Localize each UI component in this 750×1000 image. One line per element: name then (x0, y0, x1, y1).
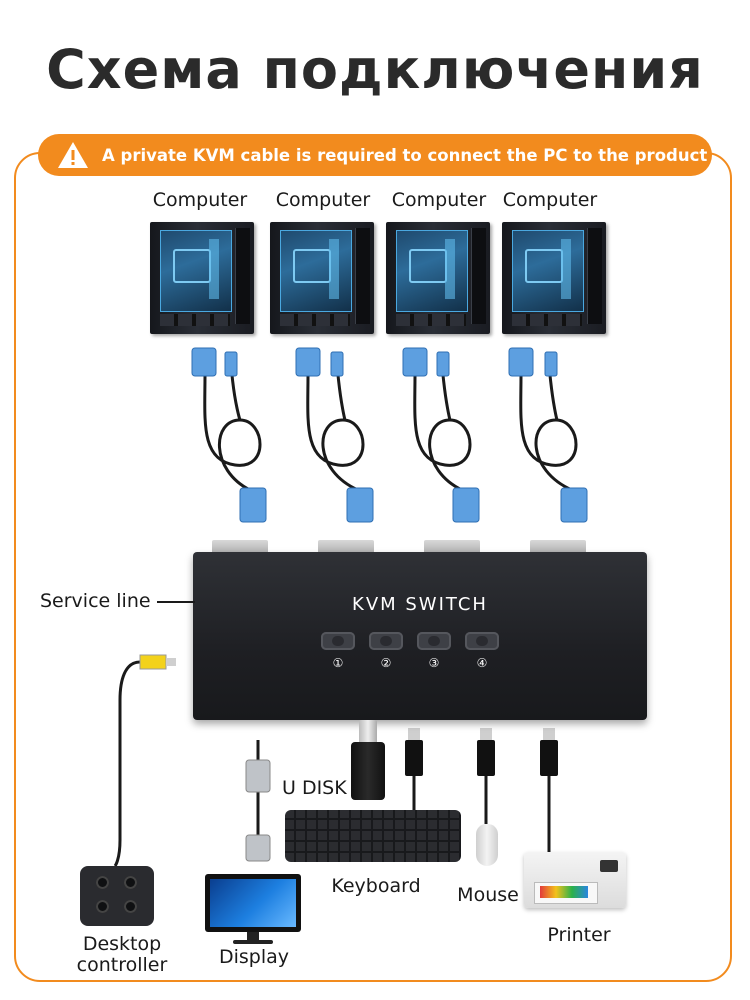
kvm-button-4-number: ④ (476, 656, 488, 670)
page-title: Схема подключения (46, 38, 704, 101)
computer-label-1: Computer (152, 189, 248, 211)
computer-label-2: Computer (275, 189, 371, 211)
printer (524, 852, 626, 908)
mouse (476, 824, 498, 866)
computer-tower-1 (150, 222, 254, 334)
desktop-controller-label: Desktop controller (76, 933, 168, 976)
kvm-button-1-number: ① (332, 656, 344, 670)
kvm-button-4[interactable] (465, 632, 499, 650)
service-line-label: Service line (40, 590, 151, 612)
kvm-button-2[interactable] (369, 632, 403, 650)
display-label: Display (218, 946, 290, 968)
keyboard (285, 810, 461, 862)
kvm-switch-label: KVM SWITCH (352, 594, 488, 615)
kvm-cable-1 (203, 374, 262, 492)
kvm-button-3[interactable] (417, 632, 451, 650)
kvm-button-2-number: ② (380, 656, 392, 670)
u-disk-label: U DISK (282, 777, 347, 799)
kvm-cable-4 (519, 374, 578, 492)
kvm-cable-3 (413, 374, 472, 492)
computer-tower-4 (502, 222, 606, 334)
warning-banner: A private KVM cable is required to conne… (38, 134, 712, 176)
kvm-cable-2 (306, 374, 365, 492)
service-line-pointer (157, 601, 195, 603)
warning-text: A private KVM cable is required to conne… (102, 145, 708, 165)
kvm-button-3-number: ③ (428, 656, 440, 670)
display-monitor (205, 874, 301, 944)
kvm-switch: KVM SWITCH ① ② ③ ④ (193, 552, 647, 720)
mouse-label: Mouse (457, 884, 519, 906)
rca-connector (139, 654, 167, 670)
keyboard-label: Keyboard (331, 875, 421, 897)
computer-label-4: Computer (502, 189, 598, 211)
warning-icon (58, 142, 88, 168)
kvm-button-1[interactable] (321, 632, 355, 650)
computer-tower-2 (270, 222, 374, 334)
controller-cable (113, 660, 141, 867)
desktop-controller (80, 866, 154, 926)
computer-label-3: Computer (391, 189, 487, 211)
usb-disk (351, 720, 385, 800)
printer-label: Printer (547, 924, 611, 946)
computer-tower-3 (386, 222, 490, 334)
